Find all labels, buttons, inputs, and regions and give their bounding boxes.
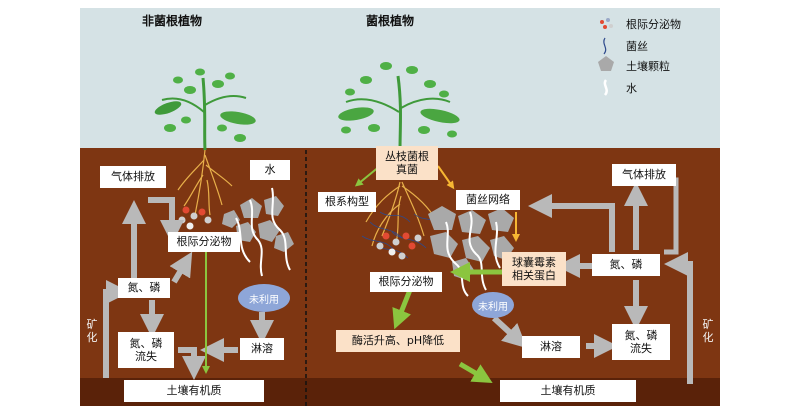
right-soil-particles (428, 206, 514, 280)
right-som-box: 土壤有机质 (500, 380, 636, 402)
amf-line2: 真菌 (396, 163, 418, 176)
arrow-exudate-to-enzyme (392, 289, 413, 330)
right-mineralization-label: 矿化 (702, 318, 714, 344)
left-plant-roots (177, 149, 233, 216)
soil-particle-icon (598, 56, 614, 71)
amf-line1: 丛枝菌根 (385, 149, 429, 163)
left-unused-oval: 未利用 (238, 284, 290, 312)
left-n-p-box: 氮、磷 (118, 278, 170, 298)
arrow-amf-to-hyphal (437, 165, 455, 190)
arrow-np-to-exudate (169, 251, 193, 284)
right-leaching-box: 淋溶 (522, 336, 580, 358)
root-config-box: 根系构型 (318, 192, 376, 212)
right-exudate-dots (376, 232, 422, 260)
enzyme-box: 酶活升高、pH降低 (336, 330, 460, 352)
arrow-np-loss-to-som (178, 347, 206, 380)
exudate-dots-icon (600, 18, 613, 29)
right-gas-emission-box: 气体排放 (612, 164, 676, 186)
left-n-p-loss-line2: 流失 (135, 350, 157, 363)
water-icon (603, 79, 608, 96)
legend-exudate: 根际分泌物 (626, 18, 681, 31)
left-plant-shoot (154, 68, 256, 151)
left-exudate-box: 根际分泌物 (168, 232, 240, 252)
arrow-mineral-up-right (664, 252, 693, 384)
right-n-p-box: 氮、磷 (592, 254, 660, 276)
legend-soil-particle: 土壤颗粒 (626, 60, 670, 73)
hypha-icon (603, 37, 607, 55)
right-unused-oval: 未利用 (472, 292, 514, 318)
arrow-np-loss-to-np (148, 197, 184, 244)
arrow-unused-to-leaching-right (491, 315, 527, 349)
right-n-p-loss-box: 氮、磷 流失 (612, 324, 670, 360)
left-water-box: 水 (250, 160, 290, 180)
legend-water: 水 (626, 82, 637, 95)
arrow-mineral-up (103, 280, 130, 378)
arrow-np-to-hyphal (528, 194, 615, 252)
left-leaching-box: 淋溶 (240, 338, 284, 360)
left-som-box: 土壤有机质 (124, 380, 264, 402)
left-n-p-loss-line1: 氮、磷 (129, 336, 163, 350)
left-arrows (103, 197, 274, 380)
right-green-arrows (392, 262, 510, 384)
right-arrows (491, 177, 693, 384)
right-plant-roots (365, 181, 437, 247)
left-n-p-loss-box: 氮、磷 流失 (118, 332, 174, 368)
glomalin-box: 球囊霉素 相关蛋白 (502, 252, 566, 286)
amf-box: 丛枝菌根 真菌 (376, 146, 438, 180)
glomalin-line2: 相关蛋白 (512, 269, 556, 282)
legend-hypha: 菌丝 (626, 40, 648, 53)
title-non-mycorrhizal: 非菌根植物 (142, 14, 203, 28)
left-water-paths (235, 187, 291, 277)
glomalin-line1: 球囊霉素 (512, 255, 556, 269)
arrow-enzyme-to-som (458, 361, 493, 384)
right-exudate-box: 根际分泌物 (370, 272, 442, 292)
title-mycorrhizal: 菌根植物 (366, 14, 415, 28)
left-exudate-dots (178, 206, 212, 230)
right-n-p-loss-line1: 氮、磷 (624, 328, 658, 342)
hyphal-network-box: 菌丝网络 (456, 190, 520, 210)
right-n-p-loss-line2: 流失 (630, 342, 652, 355)
left-mineralization-label: 矿化 (86, 318, 98, 344)
right-plant-shoot (338, 62, 460, 151)
left-gas-emission-box: 气体排放 (100, 166, 166, 188)
